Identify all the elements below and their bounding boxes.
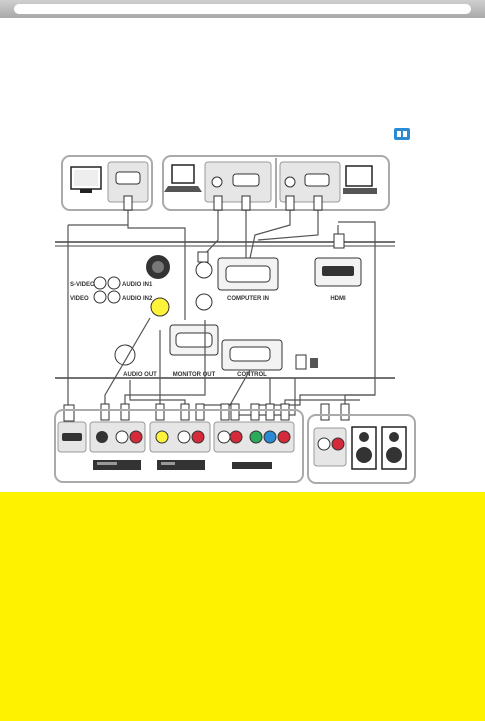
projector-panel: S-VIDEO VIDEO AUDIO IN1 AUDIO IN2 COMPUT… bbox=[55, 241, 395, 379]
video-recorder-icon bbox=[157, 460, 205, 470]
av-device-group bbox=[54, 409, 304, 483]
computer-in-label: COMPUTER IN bbox=[227, 296, 269, 302]
audio-out-label: AUDIO OUT bbox=[123, 372, 157, 378]
audio-in-1-label: AUDIO IN1 bbox=[122, 282, 153, 288]
hdmi-label: HDMI bbox=[330, 296, 346, 302]
laptop-icon bbox=[164, 164, 202, 192]
speakers-device-group bbox=[307, 414, 416, 484]
av-receiver-icon bbox=[93, 460, 141, 470]
book-icon bbox=[394, 128, 410, 140]
monitor-out-label: MONITOR OUT bbox=[173, 372, 216, 378]
computer-device-group bbox=[162, 155, 390, 211]
dvd-player-icon bbox=[232, 462, 272, 469]
desktop-computer-icon bbox=[343, 165, 377, 194]
section-header-bar bbox=[0, 0, 485, 18]
video-label: VIDEO bbox=[70, 296, 89, 302]
s-video-label: S-VIDEO bbox=[70, 282, 95, 288]
notes-panel bbox=[0, 492, 485, 721]
speaker-icon bbox=[351, 426, 407, 470]
monitor-icon bbox=[70, 166, 102, 193]
cable-plugs bbox=[63, 195, 350, 422]
section-header-inner bbox=[14, 4, 471, 14]
control-label: CONTROL bbox=[237, 372, 267, 378]
audio-in-2-label: AUDIO IN2 bbox=[122, 296, 153, 302]
monitor-device-group bbox=[61, 155, 153, 211]
connection-diagram: S-VIDEO VIDEO AUDIO IN1 AUDIO IN2 COMPUT… bbox=[54, 128, 416, 484]
